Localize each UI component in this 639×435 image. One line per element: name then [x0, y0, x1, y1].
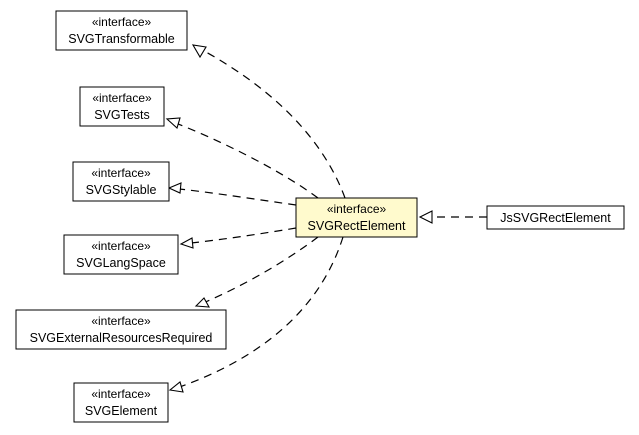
node-svg-element: «interface» SVGElement — [73, 382, 169, 423]
stereotype-label: «interface» — [91, 314, 151, 328]
node-js-svg-rect-element: JsSVGRectElement — [486, 205, 625, 230]
node-svg-stylable: «interface» SVGStylable — [72, 161, 170, 202]
node-svg-tests: «interface» SVGTests — [79, 86, 165, 127]
edge-rect-to-langspace — [181, 227, 297, 245]
class-name-label: SVGRectElement — [308, 219, 406, 233]
stereotype-label: «interface» — [91, 166, 151, 180]
class-name-label: SVGStylable — [86, 183, 157, 197]
class-name-label: SVGElement — [85, 404, 158, 418]
arrowhead-external — [194, 297, 210, 308]
arrowhead-tests — [165, 117, 181, 129]
edge-rect-to-stylable — [169, 187, 297, 206]
stereotype-label: «interface» — [91, 387, 151, 401]
edge-rect-to-external — [195, 236, 319, 307]
edges — [167, 44, 487, 391]
stereotype-label: «interface» — [92, 15, 152, 29]
arrowhead-element — [168, 381, 184, 393]
node-svg-lang-space: «interface» SVGLangSpace — [63, 234, 179, 275]
arrowhead-rect — [418, 210, 433, 224]
arrowhead-stylable — [167, 182, 182, 194]
arrowhead-transformable — [191, 44, 207, 59]
arrowheads — [165, 44, 433, 393]
stereotype-label: «interface» — [327, 202, 387, 216]
node-svg-rect-element: «interface» SVGRectElement — [295, 197, 418, 238]
arrowhead-langspace — [179, 237, 194, 249]
class-name-label: SVGLangSpace — [76, 256, 166, 270]
node-svg-external-resources-required: «interface» SVGExternalResourcesRequired — [15, 309, 227, 350]
edge-rect-to-tests — [167, 119, 319, 199]
node-svg-transformable: «interface» SVGTransformable — [55, 10, 188, 51]
class-name-label: SVGTests — [94, 108, 150, 122]
class-name-label: SVGTransformable — [68, 32, 175, 46]
edge-rect-to-transformable — [192, 44, 346, 199]
stereotype-label: «interface» — [91, 239, 151, 253]
stereotype-label: «interface» — [92, 91, 152, 105]
class-name-label: SVGExternalResourcesRequired — [30, 331, 213, 345]
edge-rect-to-element — [170, 236, 344, 391]
class-name-label: JsSVGRectElement — [500, 211, 611, 225]
